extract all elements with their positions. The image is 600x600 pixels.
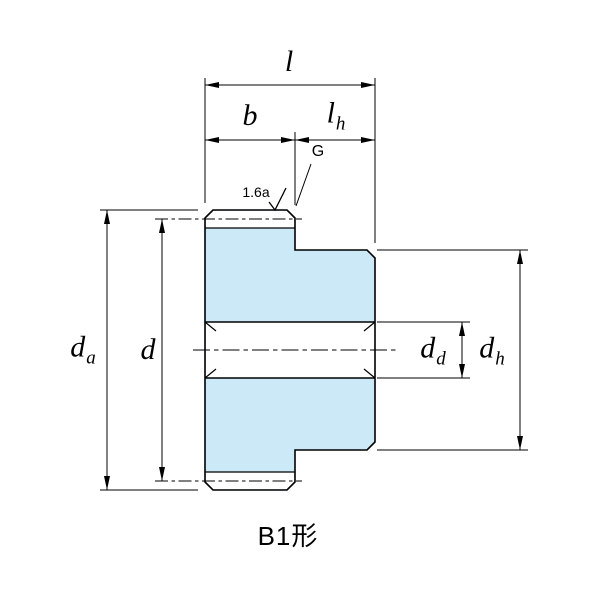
dimension-lines [100, 78, 528, 491]
part-outline [204, 209, 376, 491]
dim-label-outside-diameter: da [70, 330, 96, 369]
drawing-caption: B1形 [257, 521, 319, 551]
g-label: G [311, 143, 325, 160]
pitch-lines [155, 218, 302, 482]
dim-label-pitch-diameter: d [140, 333, 156, 366]
gear-section [155, 209, 399, 491]
g-leader-line [295, 163, 312, 207]
tooth-root-lines [205, 227, 295, 473]
bore-chamfer-lines [204, 321, 376, 379]
dim-label-total-length: l [284, 45, 294, 78]
surface-roughness-label: 1.6a [242, 184, 270, 200]
dim-label-hub-diameter: dh [479, 331, 505, 370]
dim-label-bore-diameter: dd [420, 331, 446, 370]
bore-lines [205, 321, 375, 379]
surface-finish-icon [268, 187, 287, 212]
dim-label-hub-length: lh [326, 96, 346, 135]
dim-label-face-width: b [242, 99, 258, 132]
